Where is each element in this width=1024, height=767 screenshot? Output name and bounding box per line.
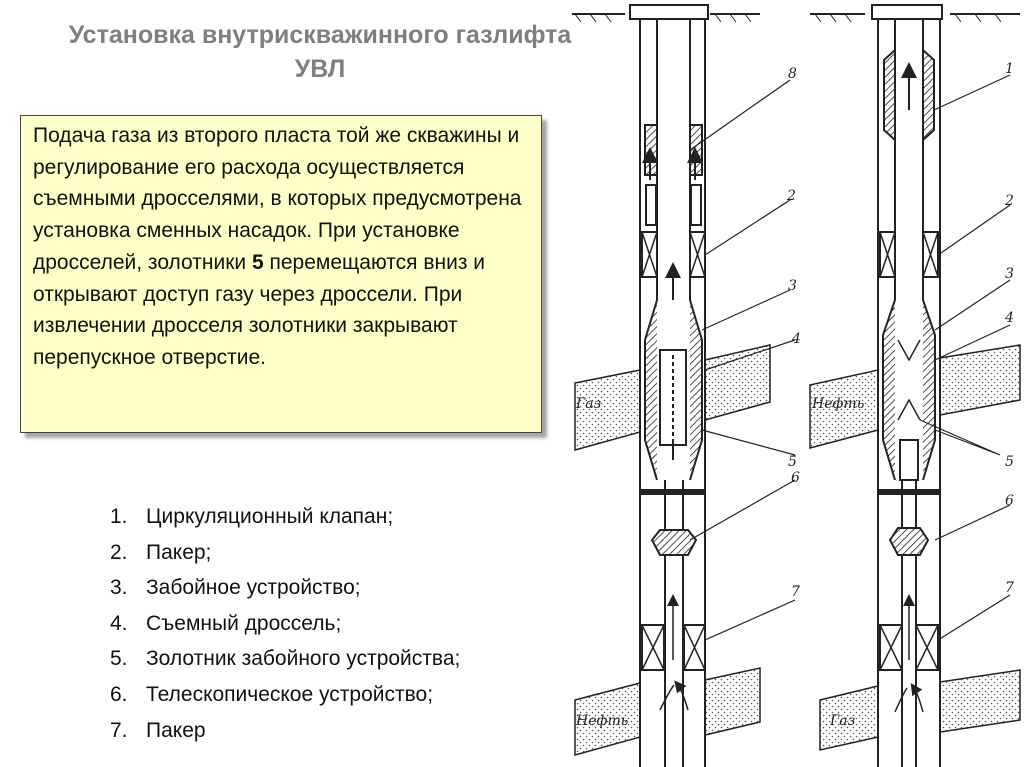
callout-label: 7 [791,584,800,600]
description-box: Подача газа из второго пласта той же скв… [20,115,542,433]
well-diagram: Газ Нефть 8 2 3 4 5 6 7 [572,4,1021,767]
list-item: 6.Телескопическое устройство; [110,682,434,706]
title-line-1: Установка внутрискважинного газлифта [68,21,572,49]
slide-title: Установка внутрискважинного газлифта УВЛ [0,18,640,86]
list-item: 4.Съемный дроссель; [110,611,342,635]
callout-label: 4 [791,331,801,347]
list-item: 2.Пакер; [110,540,212,564]
callout-label: 1 [1005,61,1014,77]
callout-label: 7 [1005,580,1014,596]
list-item: 5.Золотник забойного устройства; [110,647,461,671]
callout-label: 2 [1004,193,1014,209]
wellhead [629,4,709,20]
components-list: 1.Циркуляционный клапан; 2.Пакер; 3.Забо… [110,499,460,748]
left-well [572,4,796,767]
lower-layer [574,667,761,756]
list-item: 1.Циркуляционный клапан; [110,505,394,528]
layer-label-gas: Газ [829,713,855,729]
callout-label: 2 [786,188,796,204]
left-labels: Газ Нефть 8 2 3 4 5 6 7 [575,66,801,729]
description-highlight: 5 [251,250,264,274]
wellhead [871,4,943,20]
list-item: 7.Пакер [110,718,206,742]
list-item: 3.Забойное устройство; [110,576,361,600]
callout-label: 6 [1005,493,1014,509]
callout-label: 3 [1005,266,1014,282]
layer-label-oil: Нефть [575,713,628,729]
description-text-end: перемещаются вниз и открывают доступ газ… [33,250,486,369]
description-text: Подача газа из второго пласта той же скв… [33,124,522,274]
callout-label: 3 [788,278,797,294]
title-line-2: УВЛ [294,55,346,83]
callout-label: 6 [791,470,800,486]
callout-label: 8 [788,66,797,82]
callout-label: 5 [1005,454,1014,470]
right-labels: Нефть Газ 1 2 3 4 5 6 7 [811,61,1014,729]
layer-label-gas: Газ [575,396,601,412]
lower-layer [819,669,1021,751]
right-well [809,4,1021,767]
callout-label: 4 [1004,310,1014,326]
layer-label-oil: Нефть [811,396,864,412]
callout-label: 5 [788,454,797,470]
